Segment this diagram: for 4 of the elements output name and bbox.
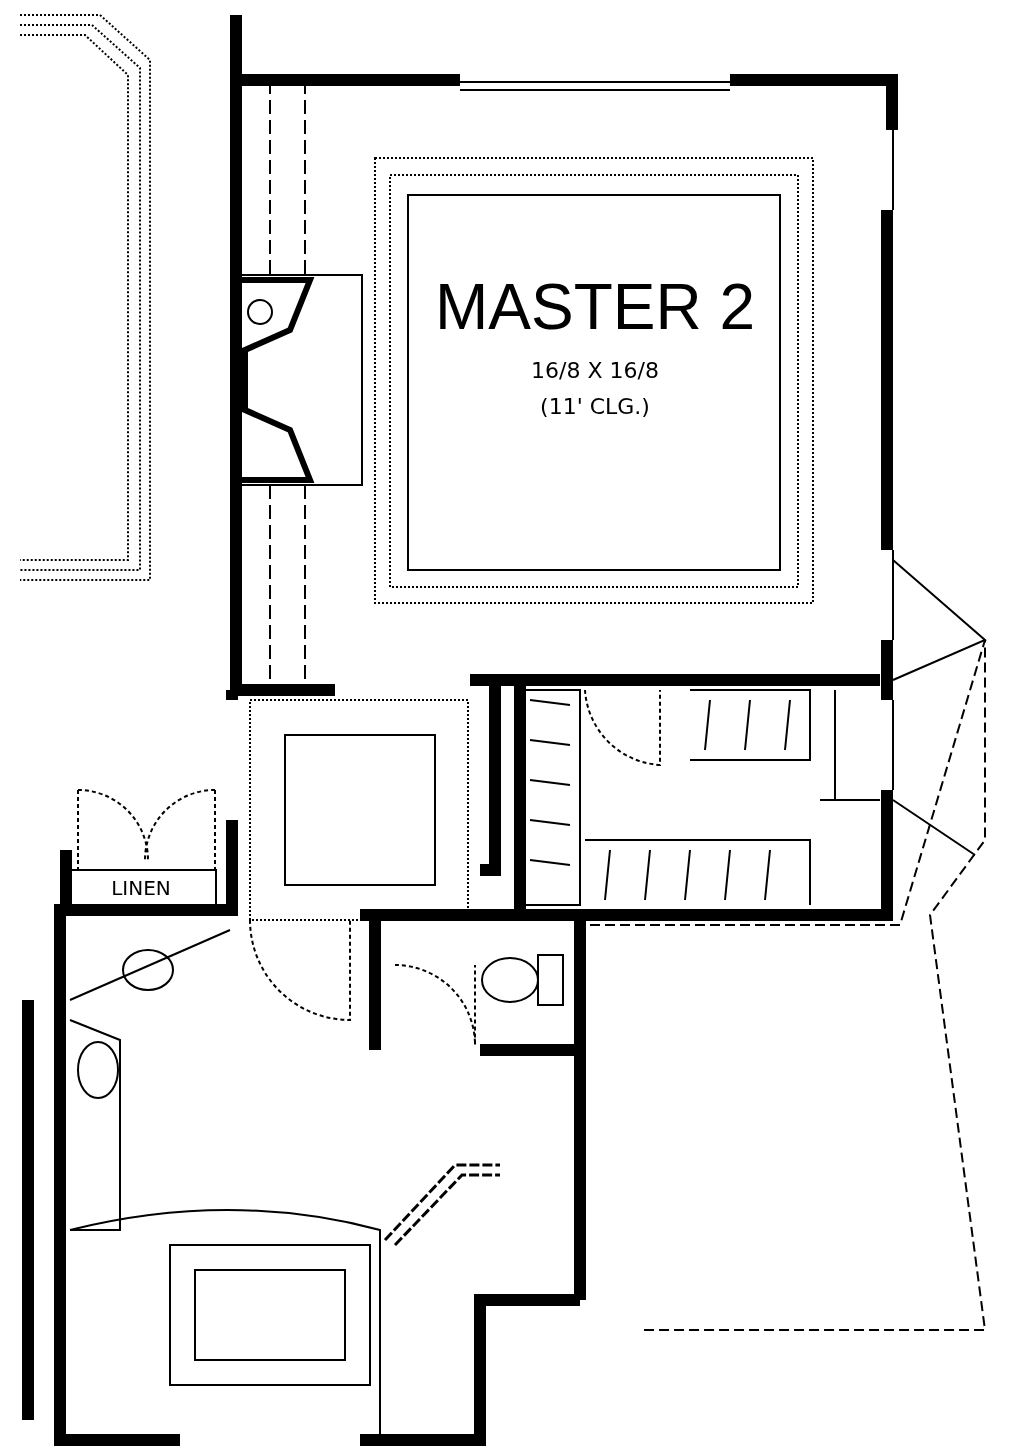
ceiling-height-note: (11' CLG.) — [539, 394, 651, 419]
room-name: MASTER 2 — [433, 270, 757, 344]
room-dimensions: 16/8 X 16/8 — [530, 358, 660, 383]
room-label: LINEN — [110, 876, 172, 900]
